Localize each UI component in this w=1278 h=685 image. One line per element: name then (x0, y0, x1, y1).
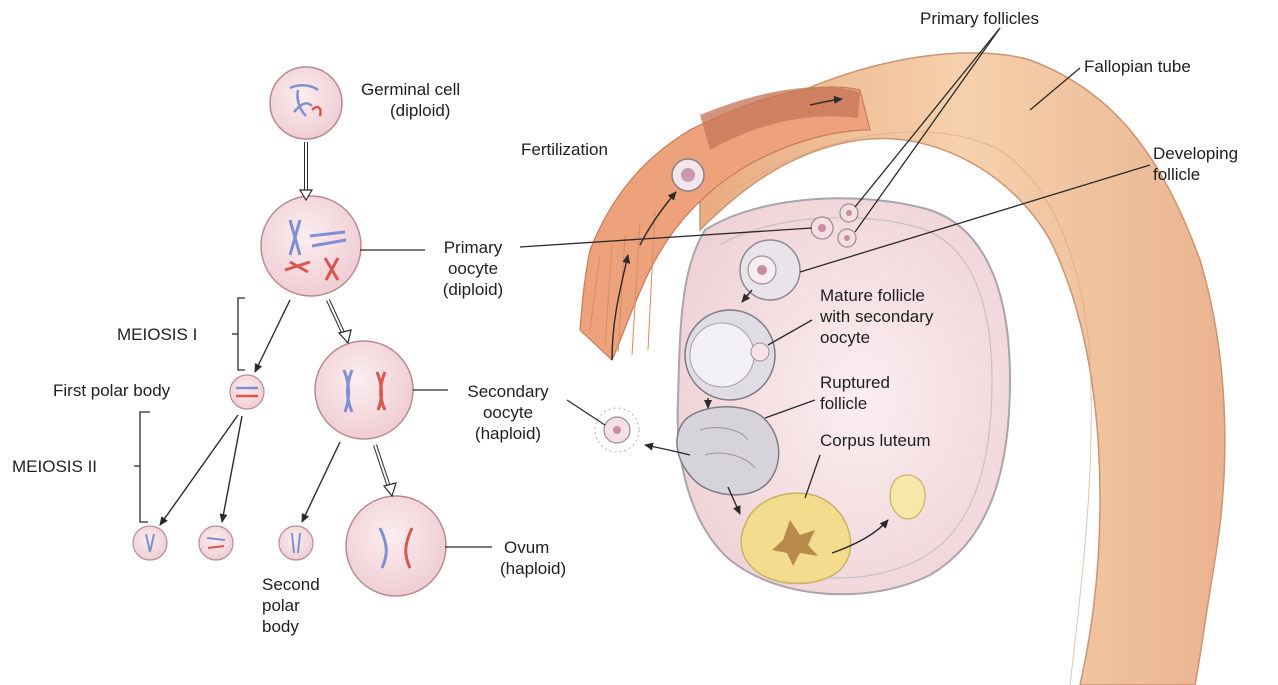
second-polar-body-line-2: polar (262, 595, 320, 616)
ruptured-follicle-line-2: follicle (820, 393, 890, 414)
secondary-oocyte-line-1: Secondary (446, 381, 570, 402)
label-ruptured-follicle: Ruptured follicle (820, 372, 890, 414)
label-meiosis-1: MEIOSIS I (117, 324, 197, 345)
mature-follicle-line-2: with secondary (820, 306, 933, 327)
label-developing-follicle: Developing follicle (1153, 143, 1238, 185)
label-primary-oocyte: Primary oocyte (diploid) (428, 237, 518, 300)
label-fertilization: Fertilization (521, 139, 608, 160)
label-secondary-oocyte: Secondary oocyte (haploid) (446, 381, 570, 444)
secondary-oocyte-line-2: oocyte (446, 402, 570, 423)
label-mature-follicle: Mature follicle with secondary oocyte (820, 285, 933, 348)
label-primary-follicles: Primary follicles (920, 8, 1039, 29)
label-fallopian-tube: Fallopian tube (1084, 56, 1191, 77)
ovum-line-1: Ovum (500, 537, 566, 558)
primary-oocyte-line-3: (diploid) (428, 279, 518, 300)
secondary-oocyte-cell (315, 341, 413, 439)
developing-follicle-line-1: Developing (1153, 143, 1238, 164)
label-germinal-cell: Germinal cell (diploid) (361, 79, 460, 121)
ovum-cell (346, 496, 446, 596)
label-meiosis-2: MEIOSIS II (12, 456, 97, 477)
mature-follicle-shape (685, 310, 775, 400)
developing-follicle-shape (740, 240, 800, 300)
primary-oocyte-line-2: oocyte (428, 258, 518, 279)
first-polar-body-cell (230, 375, 264, 409)
mature-follicle-line-1: Mature follicle (820, 285, 933, 306)
germinal-cell (270, 67, 342, 139)
polar-body-2a (133, 526, 167, 560)
primary-oocyte-line-1: Primary (428, 237, 518, 258)
label-ovum: Ovum (haploid) (500, 537, 566, 579)
secondary-oocyte-line-3: (haploid) (446, 423, 570, 444)
second-polar-body-cell (279, 526, 313, 560)
label-corpus-luteum: Corpus luteum (820, 430, 931, 451)
ovum-line-2: (haploid) (500, 558, 566, 579)
developing-follicle-line-2: follicle (1153, 164, 1238, 185)
ovulated-oocyte (595, 408, 639, 452)
primary-oocyte-cell (261, 196, 361, 296)
ruptured-follicle-line-1: Ruptured (820, 372, 890, 393)
label-first-polar-body: First polar body (53, 380, 170, 401)
polar-body-2b (199, 526, 233, 560)
germinal-cell-line-2: (diploid) (361, 100, 460, 121)
germinal-cell-line-1: Germinal cell (361, 79, 460, 100)
label-second-polar-body: Second polar body (262, 574, 320, 637)
second-polar-body-line-3: body (262, 616, 320, 637)
fertilization-egg (672, 159, 704, 191)
mature-follicle-line-3: oocyte (820, 327, 933, 348)
second-polar-body-line-1: Second (262, 574, 320, 595)
